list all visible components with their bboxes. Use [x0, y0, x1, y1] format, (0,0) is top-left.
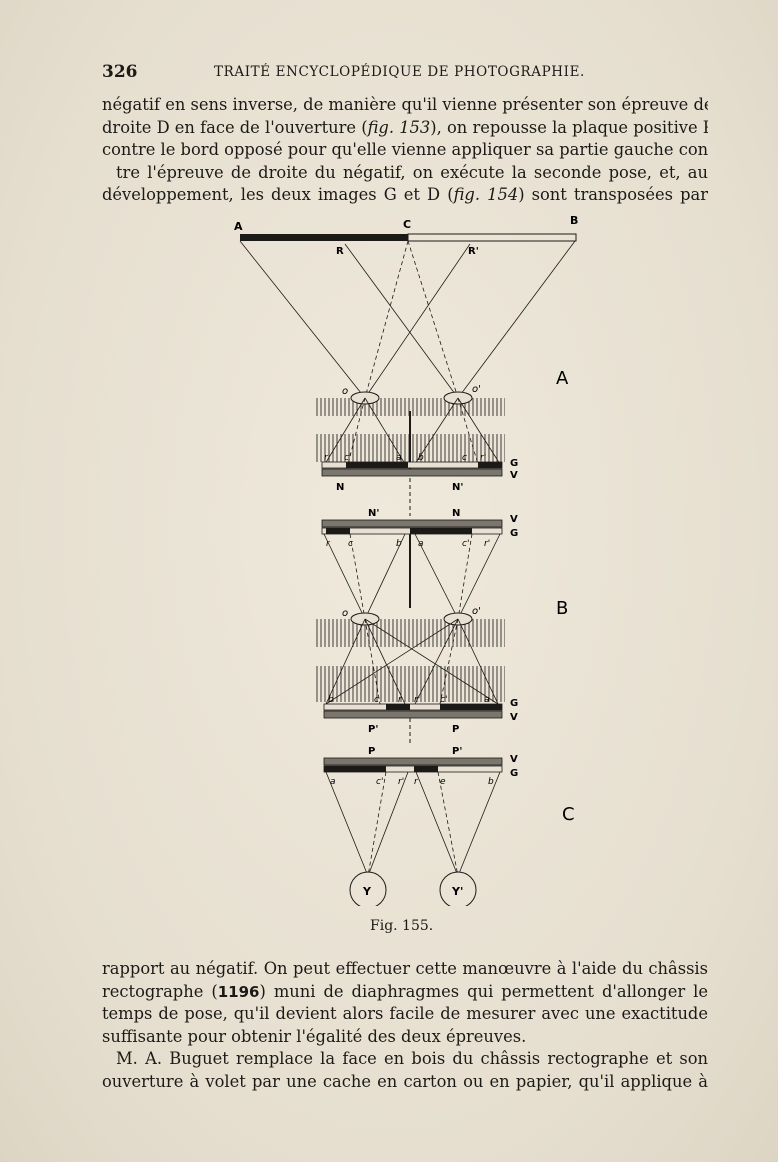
svg-text:r: r [414, 777, 419, 787]
svg-text:N: N [452, 508, 460, 519]
svg-text:r: r [324, 453, 329, 463]
svg-text:c': c' [344, 453, 351, 463]
section-label-b: B [556, 598, 568, 619]
svg-text:c': c' [376, 777, 383, 787]
figure-reference: fig. 153 [367, 117, 431, 137]
svg-text:V: V [510, 712, 518, 723]
label-v-a: V [510, 470, 518, 481]
section-b-diagram: N' N V G r c b a c' r' [315, 508, 518, 735]
text-line: M. A. Buguet remplace la face en bois du… [116, 1049, 708, 1069]
label-n-prime: N' [452, 482, 463, 493]
text-line: suffisante pour obtenir l'égalité des de… [102, 1026, 527, 1046]
svg-text:P': P' [452, 746, 462, 757]
svg-text:r': r' [414, 695, 420, 705]
svg-text:G: G [510, 698, 518, 709]
text-line: négatif en sens inverse, de manière qu'i… [102, 95, 708, 114]
svg-text:c: c [462, 453, 467, 463]
page-number: 326 [102, 62, 138, 82]
section-label-c: C [562, 804, 575, 825]
svg-text:r': r' [484, 539, 490, 549]
eye-y [349, 871, 387, 906]
label-c: C [403, 218, 411, 231]
page-header: 326 TRAITÉ ENCYCLOPÉDIQUE DE PHOTOGRAPHI… [102, 62, 708, 86]
svg-text:a: a [396, 453, 402, 463]
text-line: rectographe (1196) muni de diaphragmes q… [102, 981, 708, 1001]
svg-text:V: V [510, 514, 518, 525]
svg-text:r': r' [480, 453, 486, 463]
svg-text:e: e [440, 777, 446, 787]
svg-text:c: c [374, 695, 379, 705]
svg-text:o': o' [472, 606, 481, 617]
svg-text:o: o [342, 608, 348, 619]
plate-cb-light [407, 233, 577, 242]
text-line: développement, les deux images G et D (f… [102, 185, 708, 205]
svg-text:G: G [510, 768, 518, 779]
text-line: droite D en face de l'ouverture (fig. 15… [102, 117, 708, 137]
label-p-prime: P' [368, 724, 378, 735]
label-o: o [342, 386, 348, 397]
plate-ac-dark [240, 234, 408, 241]
bottom-paragraph: rapport au négatif. On peut effectuer ce… [102, 958, 708, 1094]
label-g-a: G [510, 458, 518, 469]
svg-text:b: b [396, 539, 402, 549]
label-n: N [336, 482, 344, 493]
figure-caption: Fig. 155. [370, 918, 434, 934]
section-c-diagram: P P' V G a c' r' r e b Y [323, 746, 518, 906]
figure-reference: fig. 154 [453, 185, 519, 205]
svg-text:b: b [488, 777, 494, 787]
svg-text:c: c [348, 539, 353, 549]
section-a-diagram: A C B R R' o o' [234, 214, 578, 493]
svg-text:r': r' [398, 777, 404, 787]
label-y: Y [362, 885, 372, 898]
svg-text:r: r [398, 695, 403, 705]
label-r-prime: R' [468, 246, 479, 257]
text-line: rapport au négatif. On peut effectuer ce… [102, 959, 708, 978]
svg-text:a: a [484, 695, 490, 705]
section-label-a: A [556, 368, 569, 389]
svg-text:c': c' [462, 539, 469, 549]
stereo-transposition-figure: A C B R R' o o' [234, 214, 578, 906]
label-r: R [336, 246, 344, 257]
label-p: P [452, 724, 459, 735]
section-reference: 1196 [217, 982, 260, 1001]
svg-text:N': N' [368, 508, 379, 519]
svg-text:a: a [418, 539, 424, 549]
label-y-prime: Y' [451, 885, 463, 898]
text-line: contre le bord opposé pour qu'elle vienn… [102, 140, 708, 160]
running-title: TRAITÉ ENCYCLOPÉDIQUE DE PHOTOGRAPHIE. [214, 64, 585, 80]
text-line: temps de pose, qu'il devient alors facil… [102, 1004, 708, 1024]
svg-text:c': c' [440, 695, 447, 705]
svg-text:b: b [328, 695, 334, 705]
svg-text:G: G [510, 528, 518, 539]
top-paragraph: négatif en sens inverse, de manière qu'i… [102, 94, 708, 207]
svg-text:b: b [418, 453, 424, 463]
svg-text:a: a [330, 777, 336, 787]
svg-text:V: V [510, 754, 518, 765]
text-line: ouverture à volet par une cache en carto… [102, 1071, 708, 1091]
text-line: tre l'épreuve de droite du négatif, on e… [116, 162, 708, 182]
eye-y-prime [439, 871, 477, 906]
label-a: A [234, 220, 243, 233]
label-o-prime: o' [472, 384, 481, 395]
label-b: B [570, 214, 578, 227]
svg-text:P: P [368, 746, 375, 757]
